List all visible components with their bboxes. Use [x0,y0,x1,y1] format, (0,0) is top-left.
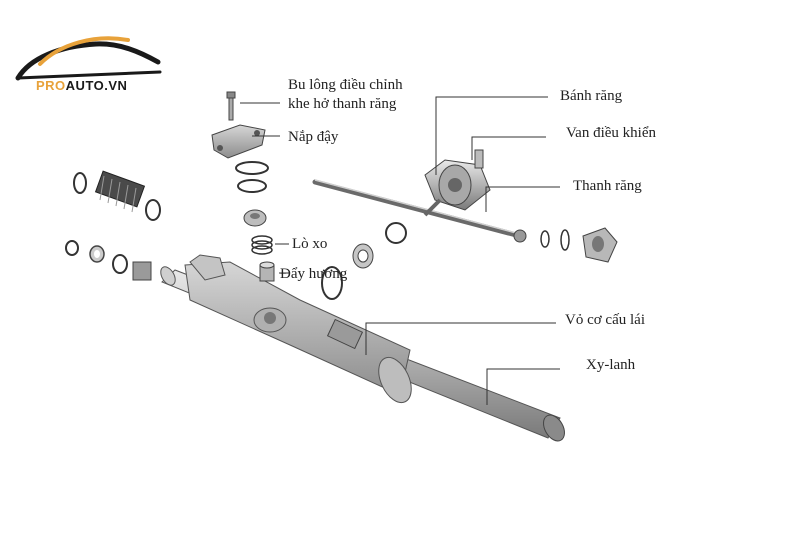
adjust-bolt [226,91,236,121]
guide-part [259,261,275,282]
left-seals-top [73,170,161,221]
nut-part [243,209,267,227]
label-pinion: Bánh răng [560,88,623,104]
label-cover: Nắp đậy [288,129,339,145]
o-rings-cover [235,161,269,193]
rack-bar [312,179,527,243]
spring-part [251,235,273,255]
logo-brand: PROAUTO.VN [36,78,127,93]
label-rack: Thanh răng [573,178,642,194]
housing-tube [160,254,565,442]
valve-assembly [423,149,491,217]
label-spring: Lò xo [292,236,328,252]
logo-brand-part1: PRO [36,78,66,93]
label-housing: Vỏ cơ cấu lái [565,312,645,328]
logo-brand-part2: AUTO.VN [65,78,128,93]
leader-lines [240,96,560,405]
cover-plate [211,124,266,159]
seal-rings-middle [321,222,407,300]
label-bolt: Bu lông điều chỉnh [288,77,403,93]
right-seals [540,227,618,263]
label-guide: Đẩy hướng [280,266,348,282]
label-bolt-line2: khe hở thanh răng [288,96,397,112]
logo-car-icon [15,36,162,81]
left-seals-bottom [65,240,152,281]
label-cylinder: Xy-lanh [586,357,636,373]
label-valve: Van điều khiển [566,125,656,141]
